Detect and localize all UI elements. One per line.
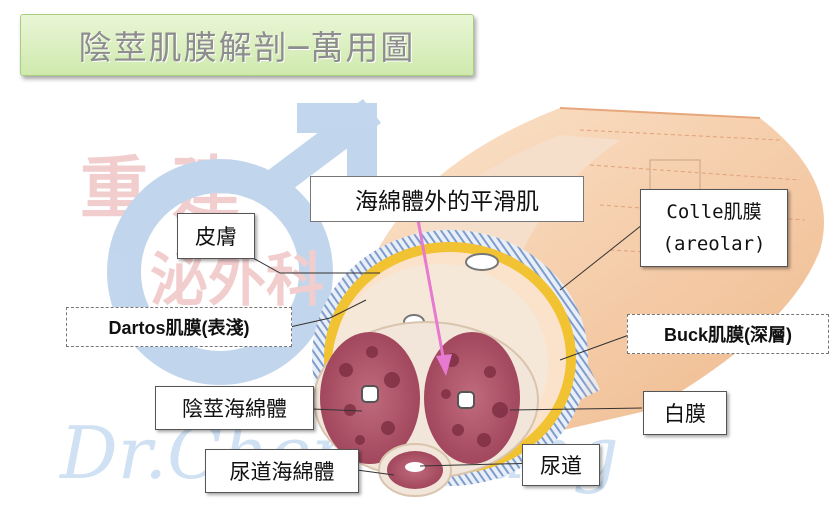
right-cavernous-artery xyxy=(457,391,475,409)
label-colles-line2: (areolar) xyxy=(662,233,766,255)
label-buck-fascia: Buck肌膜(深層) xyxy=(627,314,829,354)
label-colles-fascia: Colle肌膜 (areolar) xyxy=(640,189,788,267)
label-urethra: 尿道 xyxy=(522,444,600,486)
left-cavernous-artery xyxy=(361,385,379,403)
urethra-lumen xyxy=(405,462,425,472)
smooth-muscle-callout: 海綿體外的平滑肌 xyxy=(310,176,584,222)
deep-dorsal-vein xyxy=(465,253,499,271)
callout-arrow xyxy=(416,219,452,376)
label-corpus-cavernosum: 陰莖海綿體 xyxy=(155,386,314,430)
label-tunica-albuginea: 白膜 xyxy=(643,391,727,435)
label-dartos: Dartos肌膜(表淺) xyxy=(66,307,292,347)
label-colles-line1: Colle肌膜 xyxy=(666,201,762,223)
leader-lines xyxy=(252,224,643,476)
label-corpus-spongiosum: 尿道海綿體 xyxy=(205,449,359,493)
male-symbol-arrow xyxy=(259,99,381,201)
label-skin: 皮膚 xyxy=(177,213,255,259)
title-banner: 陰莖肌膜解剖─萬用圖 xyxy=(20,14,474,76)
page-title: 陰莖肌膜解剖─萬用圖 xyxy=(78,28,416,67)
male-symbol-icon xyxy=(107,159,333,385)
